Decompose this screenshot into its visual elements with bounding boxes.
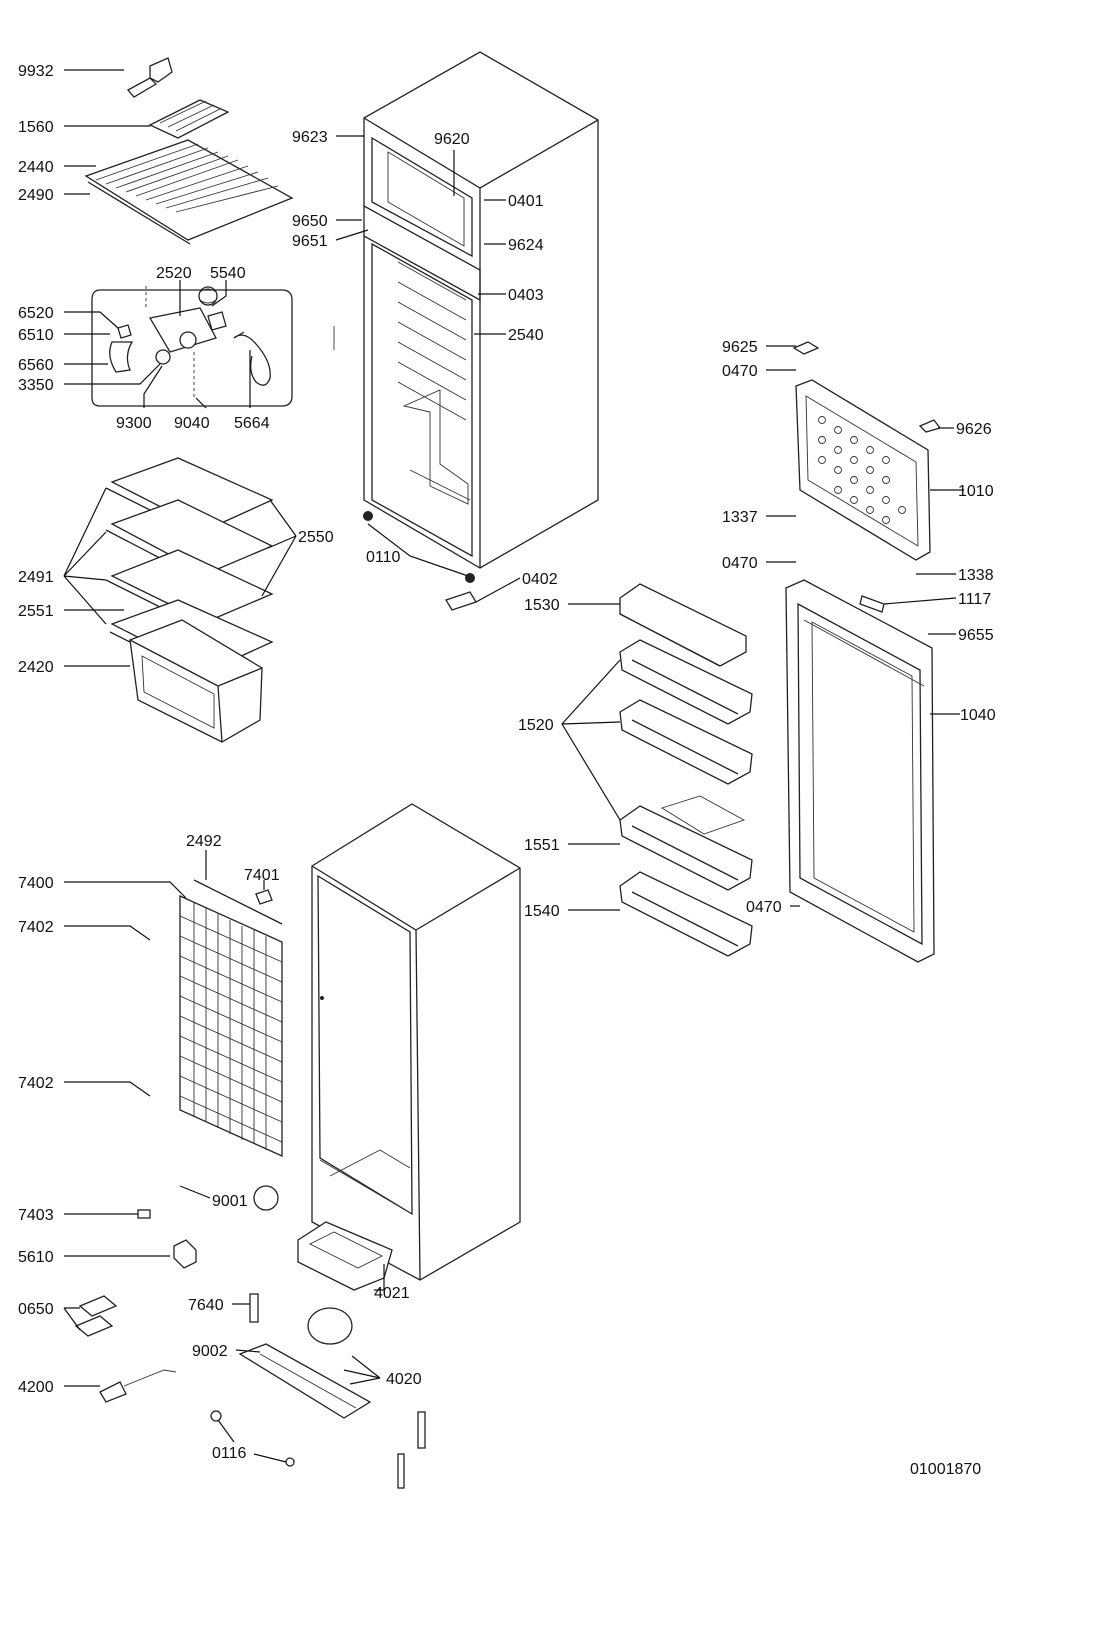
cabinet-outer-bottom xyxy=(311,803,521,1281)
callout-7402-a: 7402 xyxy=(18,919,54,936)
callout-7400: 7400 xyxy=(18,875,54,892)
callout-6510: 6510 xyxy=(18,327,54,344)
callout-0470-b: 0470 xyxy=(722,555,758,572)
thermostat-lamp-assembly xyxy=(91,286,293,407)
callout-0401: 0401 xyxy=(508,193,544,210)
callout-0470-a: 0470 xyxy=(722,363,758,380)
cabinet-liner-top xyxy=(333,51,599,611)
callout-1010: 1010 xyxy=(958,483,994,500)
callout-2492: 2492 xyxy=(186,833,222,850)
callout-9620: 9620 xyxy=(434,131,470,148)
callout-7640: 7640 xyxy=(188,1297,224,1314)
drawing-number: 01001870 xyxy=(910,1461,981,1478)
callout-9040: 9040 xyxy=(174,415,210,432)
leader-lines xyxy=(63,69,964,1463)
callout-6520: 6520 xyxy=(18,305,54,322)
callout-labels: 9932 1560 2440 2490 2520 5540 6520 6510 … xyxy=(18,63,996,1462)
callout-0403: 0403 xyxy=(508,287,544,304)
callout-0402: 0402 xyxy=(522,571,558,588)
callout-1337: 1337 xyxy=(722,509,758,526)
door-balconies-part xyxy=(619,583,753,957)
callout-5664: 5664 xyxy=(234,415,270,432)
callout-9651: 9651 xyxy=(292,233,328,250)
condenser-part xyxy=(179,879,283,1211)
callout-7402-b: 7402 xyxy=(18,1075,54,1092)
callout-7403: 7403 xyxy=(18,1207,54,1224)
ice-scraper-part xyxy=(126,57,173,98)
callout-9002: 9002 xyxy=(192,1343,228,1360)
callout-1040: 1040 xyxy=(960,707,996,724)
callout-9650: 9650 xyxy=(292,213,328,230)
callout-3350: 3350 xyxy=(18,377,54,394)
callout-1520: 1520 xyxy=(518,717,554,734)
callout-7401: 7401 xyxy=(244,867,280,884)
callout-0110: 0110 xyxy=(366,549,401,566)
callout-2540: 2540 xyxy=(508,327,544,344)
callout-1338: 1338 xyxy=(958,567,994,584)
callout-2490: 2490 xyxy=(18,187,54,204)
callout-9626: 9626 xyxy=(956,421,992,438)
callout-4020: 4020 xyxy=(386,1371,422,1388)
callout-2420: 2420 xyxy=(18,659,54,676)
callout-1540: 1540 xyxy=(524,903,560,920)
callout-9625: 9625 xyxy=(722,339,758,356)
freezer-door-part xyxy=(792,341,942,561)
callout-1551: 1551 xyxy=(524,837,560,854)
callout-1117: 1117 xyxy=(958,591,991,608)
callout-2440: 2440 xyxy=(18,159,54,176)
fridge-door-part xyxy=(785,579,935,963)
callout-2550: 2550 xyxy=(298,529,334,546)
callout-4021: 4021 xyxy=(374,1285,410,1302)
callout-9623: 9623 xyxy=(292,129,328,146)
callout-4200: 4200 xyxy=(18,1379,54,1396)
freezer-wire-shelf-part xyxy=(84,139,294,245)
callout-0650: 0650 xyxy=(18,1301,54,1318)
callout-1560: 1560 xyxy=(18,119,54,136)
callout-9001: 9001 xyxy=(212,1193,248,1210)
compressor-group xyxy=(74,1209,426,1489)
callout-9655: 9655 xyxy=(958,627,994,644)
callout-1530: 1530 xyxy=(524,597,560,614)
callout-0470-c: 0470 xyxy=(746,899,782,916)
callout-2551: 2551 xyxy=(18,603,54,620)
callout-5540: 5540 xyxy=(210,265,246,282)
callout-9300: 9300 xyxy=(116,415,152,432)
callout-6560: 6560 xyxy=(18,357,54,374)
callout-2520: 2520 xyxy=(156,265,192,282)
crisper-drawer-part xyxy=(129,619,263,743)
callout-9624: 9624 xyxy=(508,237,544,254)
callout-0116: 0116 xyxy=(212,1445,247,1462)
ice-tray-part xyxy=(148,99,230,139)
callout-9932: 9932 xyxy=(18,63,54,80)
callout-2491: 2491 xyxy=(18,569,54,586)
callout-5610: 5610 xyxy=(18,1249,54,1266)
